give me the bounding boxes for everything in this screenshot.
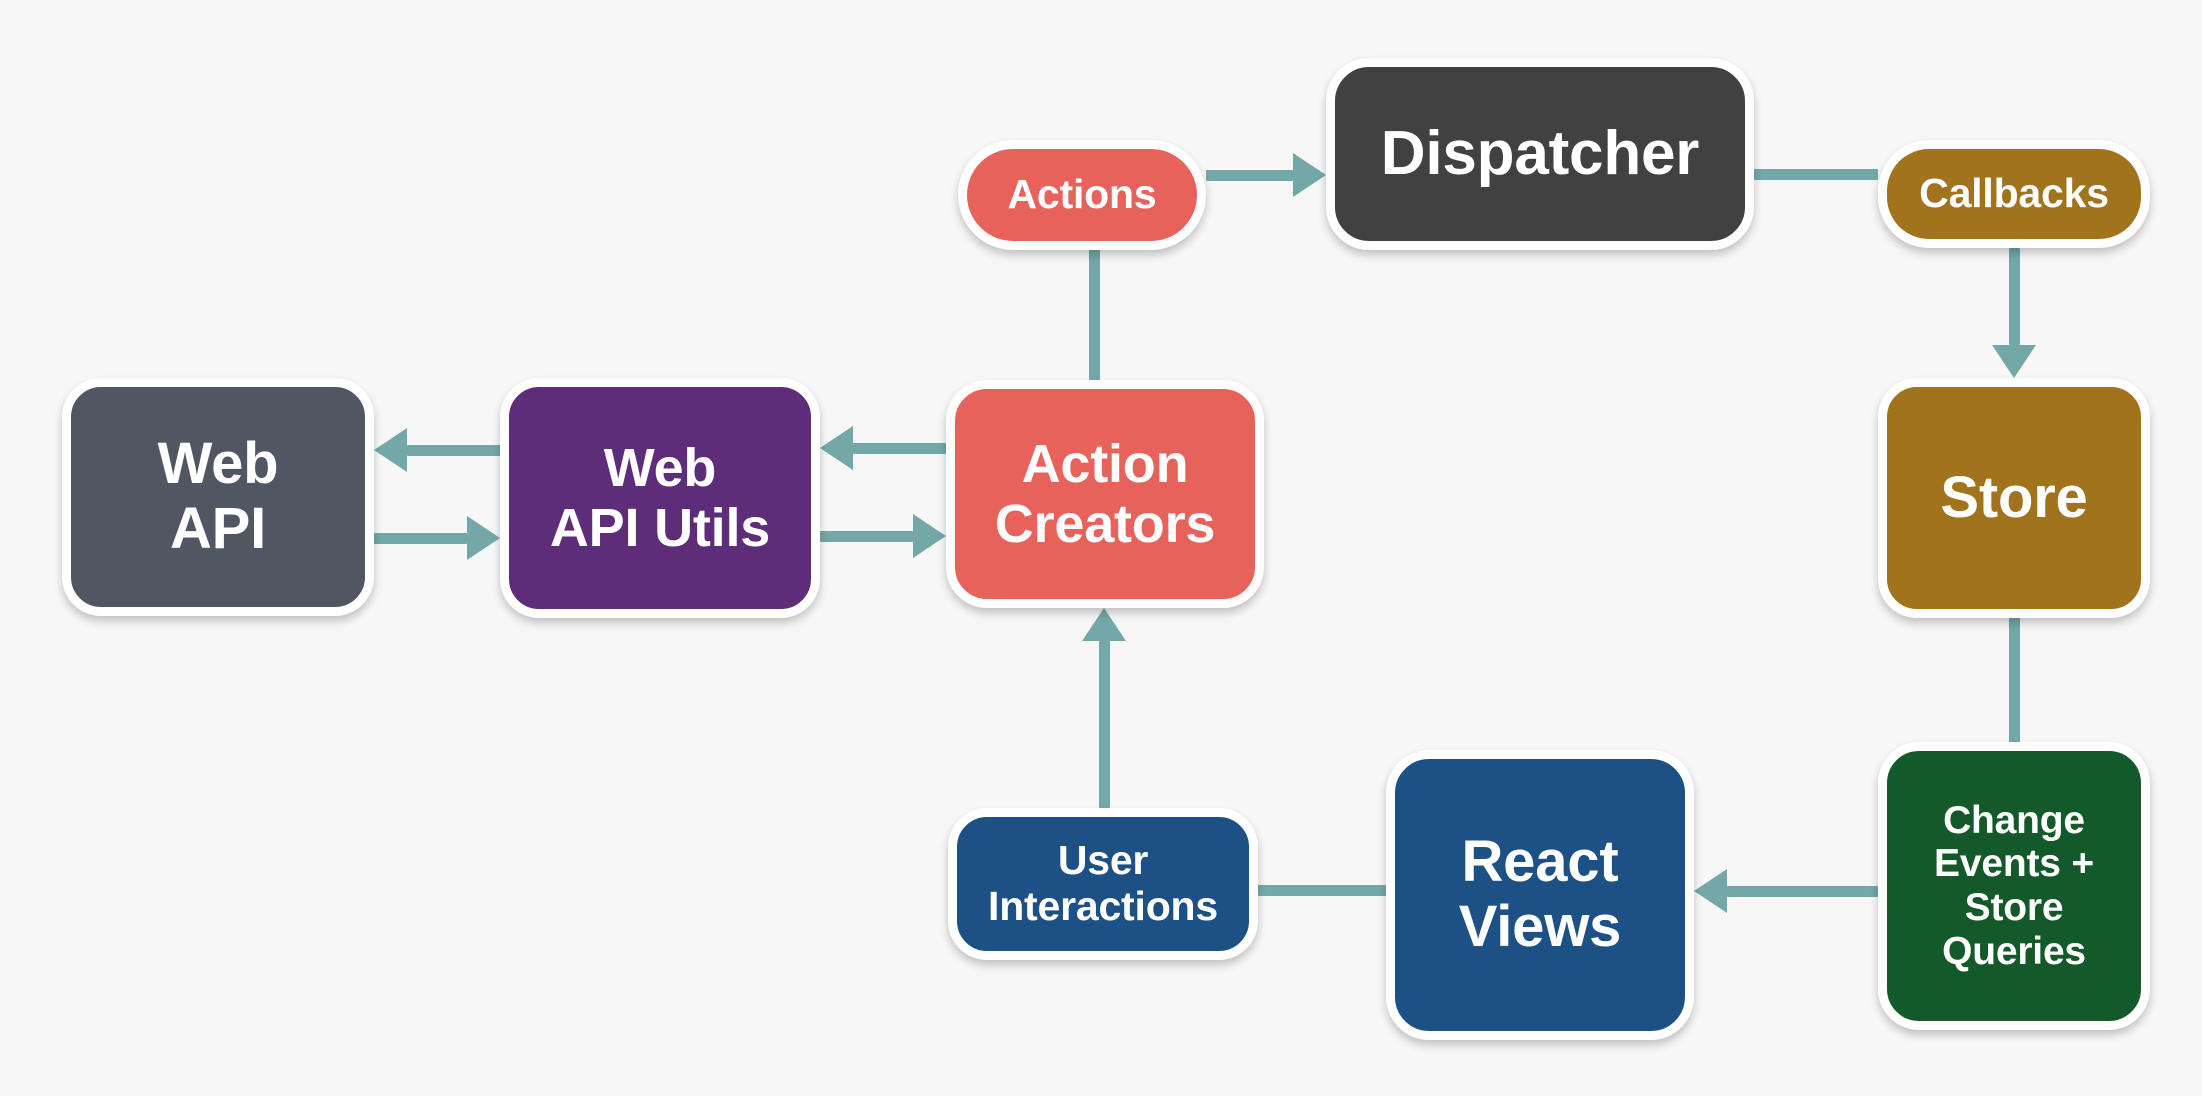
node-web-api-utils-label: Web API Utils: [549, 437, 771, 558]
connector-shaft: [1754, 168, 1878, 180]
node-actions-label: Actions: [1007, 171, 1157, 218]
connector-shaft: [1088, 250, 1100, 380]
connector-shaft: [407, 444, 500, 456]
connector-shaft: [1098, 641, 1110, 808]
arrowhead-left: [820, 426, 853, 470]
connector-shaft: [374, 532, 467, 544]
node-callbacks[interactable]: Callbacks: [1878, 140, 2150, 248]
node-actions[interactable]: Actions: [958, 140, 1206, 250]
node-change-events-store-queries[interactable]: Change Events + Store Queries: [1878, 742, 2150, 1030]
connector-shaft: [1206, 169, 1293, 181]
node-react-views-label: React Views: [1458, 829, 1622, 959]
node-store-label: Store: [1940, 464, 2088, 530]
node-user-interactions[interactable]: User Interactions: [948, 808, 1258, 960]
node-action-creators[interactable]: Action Creators: [946, 380, 1264, 608]
arrowhead-right: [913, 514, 946, 558]
connector-shaft: [1727, 885, 1878, 897]
node-dispatcher-label: Dispatcher: [1380, 119, 1700, 189]
node-store[interactable]: Store: [1878, 378, 2150, 618]
node-action-creators-label: Action Creators: [994, 433, 1216, 554]
connector-shaft: [853, 442, 946, 454]
node-web-api-utils[interactable]: Web API Utils: [500, 378, 820, 618]
connector-shaft: [820, 530, 913, 542]
arrowhead-up: [1082, 608, 1126, 641]
node-web-api-label: Web API: [157, 431, 279, 561]
arrowhead-right: [467, 516, 500, 560]
node-dispatcher[interactable]: Dispatcher: [1326, 58, 1754, 250]
node-change-events-store-queries-label: Change Events + Store Queries: [1934, 798, 2094, 973]
arrowhead-down: [1992, 345, 2036, 378]
arrowhead-right: [1293, 153, 1326, 197]
connector-shaft: [1258, 884, 1386, 896]
node-user-interactions-label: User Interactions: [988, 837, 1218, 929]
arrowhead-left: [374, 428, 407, 472]
node-web-api[interactable]: Web API: [62, 378, 374, 616]
node-react-views[interactable]: React Views: [1386, 750, 1694, 1040]
node-callbacks-label: Callbacks: [1919, 170, 2109, 217]
connector-shaft: [2008, 248, 2020, 345]
arrowhead-left: [1694, 869, 1727, 913]
connector-shaft: [2008, 618, 2020, 742]
